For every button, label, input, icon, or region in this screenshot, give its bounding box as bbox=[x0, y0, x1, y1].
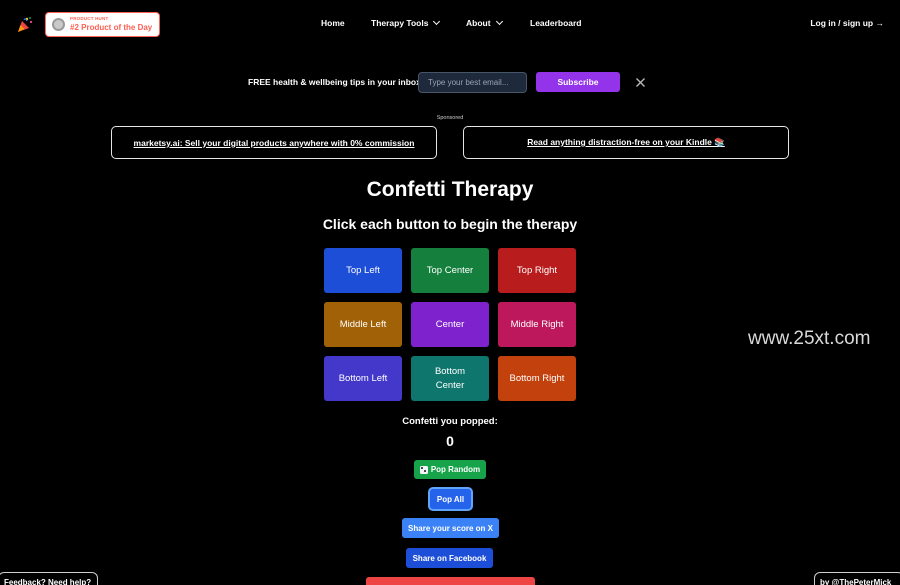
top-center-button[interactable]: Top Center bbox=[411, 248, 489, 293]
medal-icon bbox=[52, 18, 65, 31]
chevron-down-icon bbox=[495, 17, 503, 26]
center-button[interactable]: Center bbox=[411, 302, 489, 347]
nav-therapy-tools[interactable]: Therapy Tools bbox=[371, 17, 441, 28]
bottom-center-button[interactable]: Bottom Center bbox=[411, 356, 489, 401]
middle-right-button[interactable]: Middle Right bbox=[498, 302, 576, 347]
subscribe-button[interactable]: Subscribe bbox=[536, 72, 620, 92]
nav-about[interactable]: About bbox=[466, 17, 503, 28]
product-hunt-label: PRODUCT HUNT bbox=[70, 16, 109, 22]
bottom-left-button[interactable]: Bottom Left bbox=[324, 356, 402, 401]
watermark-text: www.25xt.com bbox=[748, 328, 871, 349]
page-title: Confetti Therapy bbox=[366, 178, 534, 201]
ad-link-marketsy[interactable]: marketsy.ai: Sell your digital products … bbox=[133, 137, 415, 148]
nav-therapy-tools-label: Therapy Tools bbox=[371, 18, 429, 28]
product-hunt-rank: #2 Product of the Day bbox=[70, 22, 153, 32]
middle-left-button[interactable]: Middle Left bbox=[324, 302, 402, 347]
feedback-tab[interactable]: Feedback? Need help? bbox=[0, 572, 98, 585]
main-nav: Home Therapy Tools About Leaderboard bbox=[0, 17, 900, 32]
nav-home-label: Home bbox=[321, 18, 345, 28]
pop-all-button[interactable]: Pop All bbox=[430, 489, 471, 509]
newsletter-label: FREE health & wellbeing tips in your inb… bbox=[248, 77, 424, 87]
author-byline[interactable]: by @ThePeterMick bbox=[814, 572, 900, 585]
nav-leaderboard[interactable]: Leaderboard bbox=[530, 18, 582, 28]
email-input[interactable] bbox=[418, 72, 527, 93]
share-facebook-button[interactable]: Share on Facebook bbox=[406, 548, 493, 568]
top-right-button[interactable]: Top Right bbox=[498, 248, 576, 293]
close-icon[interactable] bbox=[634, 76, 647, 89]
confetti-count-value: 0 bbox=[446, 433, 454, 449]
page-subtitle: Click each button to begin the therapy bbox=[322, 216, 578, 232]
party-popper-icon[interactable] bbox=[16, 16, 34, 34]
nav-about-label: About bbox=[466, 18, 491, 28]
product-hunt-badge[interactable]: PRODUCT HUNT #2 Product of the Day bbox=[45, 12, 160, 37]
top-left-button[interactable]: Top Left bbox=[324, 248, 402, 293]
pop-random-button[interactable]: Pop Random bbox=[414, 460, 486, 479]
bottom-right-button[interactable]: Bottom Right bbox=[498, 356, 576, 401]
ad-card-kindle[interactable]: Read anything distraction-free on your K… bbox=[463, 126, 789, 159]
ad-card-marketsy[interactable]: marketsy.ai: Sell your digital products … bbox=[111, 126, 437, 159]
nav-home[interactable]: Home bbox=[321, 18, 345, 28]
sponsored-label: Sponsored bbox=[436, 115, 464, 121]
ad-link-kindle[interactable]: Read anything distraction-free on your K… bbox=[527, 137, 725, 147]
dice-icon bbox=[419, 465, 428, 474]
pop-random-label: Pop Random bbox=[430, 465, 481, 474]
chevron-down-icon bbox=[433, 17, 441, 26]
login-link[interactable]: Log in / sign up → bbox=[810, 18, 884, 28]
share-x-button[interactable]: Share your score on X bbox=[402, 518, 499, 538]
confetti-count-label: Confetti you popped: bbox=[402, 416, 498, 427]
red-action-button[interactable] bbox=[366, 577, 535, 585]
nav-leaderboard-label: Leaderboard bbox=[530, 18, 582, 28]
